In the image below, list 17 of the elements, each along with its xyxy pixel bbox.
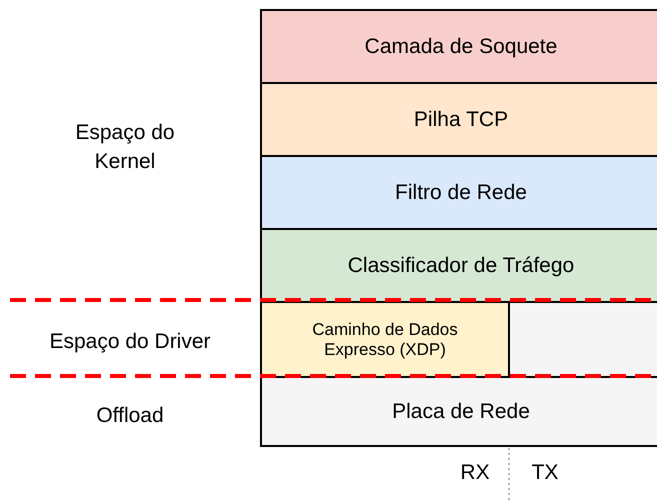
channel-label: RX: [459, 460, 491, 486]
layer-label: Classificador de Tráfego: [348, 254, 574, 278]
layer-box: [260, 9, 657, 84]
region-label: Espaço do Kernel: [74, 120, 176, 176]
layer-box: [260, 155, 657, 230]
layer-label: Pilha TCP: [414, 108, 508, 132]
layer-label: Caminho de Dados Expresso (XDP): [311, 320, 459, 360]
region-label: Espaço do Driver: [48, 329, 212, 355]
layer-label: Filtro de Rede: [395, 180, 527, 204]
layer-box: [260, 301, 510, 378]
channel-label: TX: [530, 460, 560, 486]
layer-box: [260, 228, 657, 303]
layer-box: [260, 82, 657, 157]
layer-label: Camada de Soquete: [364, 34, 558, 58]
layer-box: [260, 376, 657, 447]
layer-label: Placa de Rede: [392, 400, 530, 424]
region-label: Offload: [95, 403, 165, 429]
